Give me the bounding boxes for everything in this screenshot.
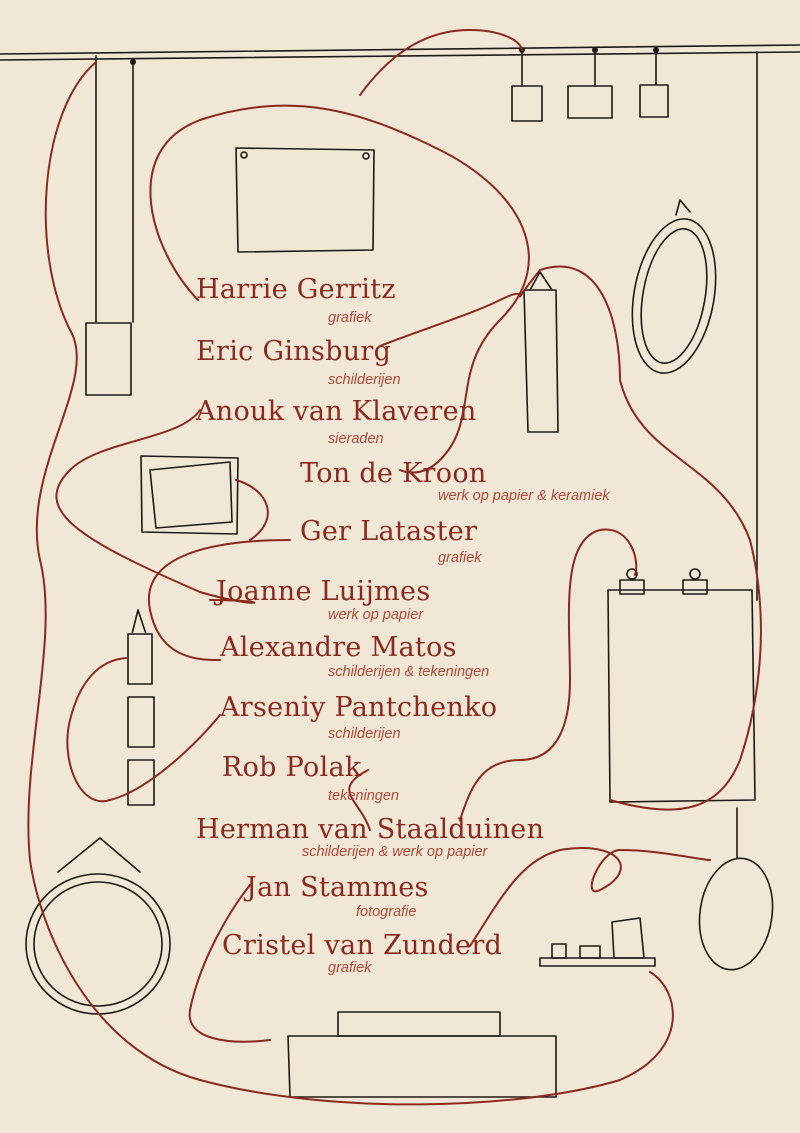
artist-discipline: werk op papier [328,607,424,623]
artist-name: Anouk van Klaveren [196,396,477,427]
artist-discipline: fotografie [356,904,417,920]
artist-name: Cristel van Zunderd [222,930,503,961]
stacked-frame-2 [127,696,155,748]
artist-name: Arseniy Pantchenko [220,692,498,723]
stacked-frame-1 [127,633,153,685]
tall-frame [523,289,559,433]
artist-name: Eric Ginsburg [196,336,392,367]
artist-discipline: schilderijen [328,726,401,742]
mini-frame-1 [511,85,543,122]
artist-name: Harrie Gerritz [196,274,396,305]
artist-discipline: schilderijen [328,372,401,388]
artist-discipline: grafiek [438,550,482,566]
mini-frame-3 [639,84,669,118]
artist-discipline: grafiek [328,310,372,326]
artist-discipline: schilderijen & tekeningen [328,664,490,680]
clipboard-sheet [607,589,756,803]
hook [130,59,136,65]
artist-discipline: grafiek [328,960,372,976]
artist-discipline: sieraden [328,431,384,447]
artist-name: Ton de Kroon [300,458,487,489]
small-oval-mirror [698,857,774,971]
artist-name: Ger Lataster [300,516,478,547]
artist-discipline: werk op papier & keramiek [438,488,610,504]
artist-name: Alexandre Matos [220,632,457,663]
artist-name: Joanne Luijmes [216,576,431,607]
oval-mirror [631,218,717,374]
artist-name: Jan Stammes [246,872,429,903]
artist-name: Rob Polak [222,752,362,783]
tilted-frame [140,455,239,535]
pinned-sheet [235,147,375,253]
small-frame-left [85,322,132,396]
stacked-frame-3 [127,759,155,806]
artist-discipline: schilderijen & werk op papier [302,844,488,860]
mini-frame-2 [567,85,613,119]
artist-name: Herman van Staalduinen [196,814,545,845]
artist-discipline: tekeningen [328,788,399,804]
